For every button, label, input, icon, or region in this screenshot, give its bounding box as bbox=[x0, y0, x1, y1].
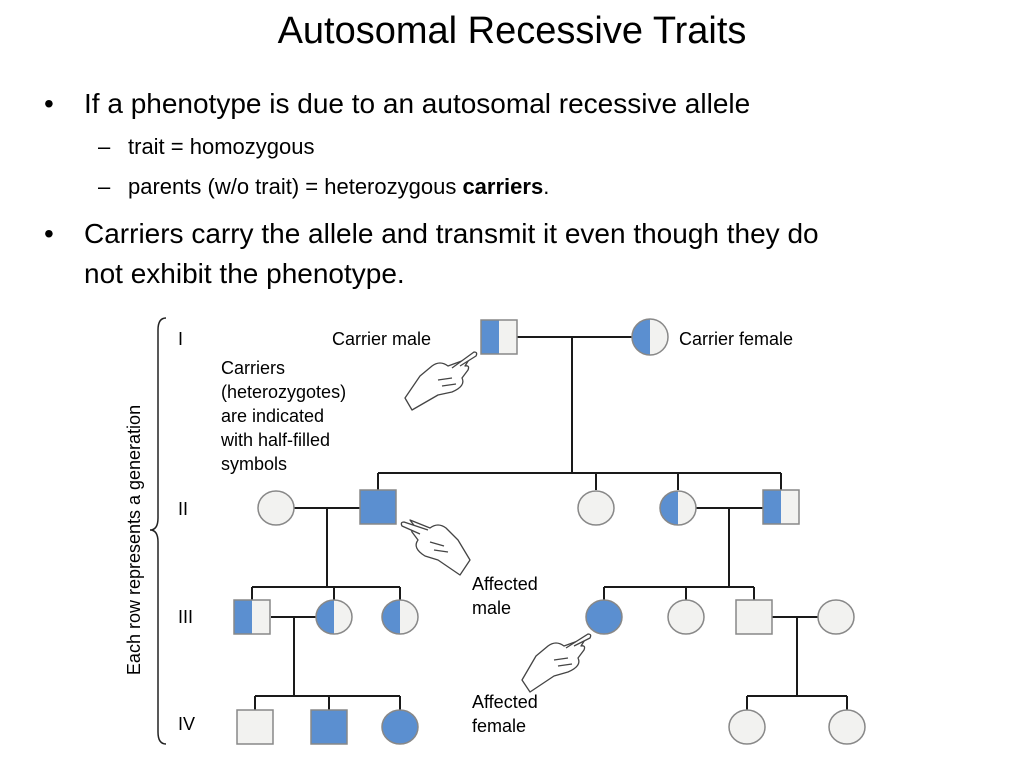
carrier-male-label: Carrier male bbox=[332, 329, 431, 349]
bullet-dot-icon: • bbox=[44, 218, 54, 249]
carrier-female-label: Carrier female bbox=[679, 329, 793, 349]
carrier-male-symbol bbox=[233, 599, 271, 635]
bullet-text: If a phenotype is due to an autosomal re… bbox=[84, 88, 751, 119]
carrier-female-symbol bbox=[315, 599, 353, 635]
generation-label: II bbox=[178, 499, 188, 519]
bullet-item: • If a phenotype is due to an autosomal … bbox=[40, 84, 980, 124]
sub-bullet-text: parents (w/o trait) = heterozygous bbox=[128, 174, 463, 199]
carrier-male-symbol bbox=[480, 319, 518, 355]
unaffected-female-symbol bbox=[728, 709, 766, 745]
unaffected-male-symbol bbox=[735, 599, 773, 635]
carrier-note-line: Carriers bbox=[221, 358, 285, 378]
unaffected-female-symbol bbox=[817, 599, 855, 635]
affected-female-symbol bbox=[381, 709, 419, 745]
slide-title: Autosomal Recessive Traits bbox=[277, 10, 747, 52]
generation-brace bbox=[149, 317, 167, 745]
pedigree-lines bbox=[251, 336, 848, 710]
affected-male-symbol bbox=[359, 489, 397, 525]
bullet-item: • Carriers carry the allele and transmit… bbox=[40, 214, 980, 294]
carrier-note-line: symbols bbox=[221, 454, 287, 474]
pointing-hand-icon bbox=[404, 351, 478, 411]
sub-bullet-text: trait = homozygous bbox=[128, 134, 315, 159]
affected-male-label: male bbox=[472, 598, 511, 618]
affected-male-symbol bbox=[310, 709, 348, 745]
unaffected-female-symbol bbox=[828, 709, 866, 745]
unaffected-female-symbol bbox=[257, 490, 295, 526]
unaffected-male-symbol bbox=[236, 709, 274, 745]
sub-bullet-bold: carriers bbox=[462, 174, 544, 199]
carrier-female-symbol bbox=[381, 599, 419, 635]
carrier-female-symbol bbox=[659, 490, 697, 526]
bullet-text: Carriers carry the allele and transmit i… bbox=[84, 218, 819, 249]
carrier-note-line: with half-filled bbox=[220, 430, 330, 450]
affected-female-symbol bbox=[585, 599, 623, 635]
carrier-note-line: are indicated bbox=[221, 406, 324, 426]
pointing-hand-icon bbox=[521, 633, 592, 693]
dash-icon: – bbox=[98, 174, 111, 199]
generation-label: I bbox=[178, 329, 183, 349]
side-label: Each row represents a generation bbox=[124, 405, 144, 675]
generation-label: III bbox=[178, 607, 193, 627]
generation-label: IV bbox=[178, 714, 195, 734]
affected-female-label: female bbox=[472, 716, 526, 736]
carrier-male-symbol bbox=[762, 489, 800, 525]
carrier-note-line: (heterozygotes) bbox=[221, 382, 346, 402]
dash-icon: – bbox=[98, 134, 111, 159]
unaffected-female-symbol bbox=[667, 599, 705, 635]
bullet-text: not exhibit the phenotype. bbox=[84, 258, 405, 289]
sub-bullet-end: . bbox=[543, 174, 550, 199]
affected-male-label: Affected bbox=[472, 574, 538, 594]
affected-female-label: Affected bbox=[472, 692, 538, 712]
sub-bullet-item: – trait = homozygous bbox=[40, 130, 980, 164]
bullet-list: • If a phenotype is due to an autosomal … bbox=[40, 84, 980, 294]
bullet-dot-icon: • bbox=[44, 88, 54, 119]
pointing-hand-icon bbox=[400, 519, 471, 576]
sub-bullet-item: – parents (w/o trait) = heterozygous car… bbox=[40, 170, 980, 204]
unaffected-female-symbol bbox=[577, 490, 615, 526]
carrier-female-symbol bbox=[631, 318, 669, 356]
